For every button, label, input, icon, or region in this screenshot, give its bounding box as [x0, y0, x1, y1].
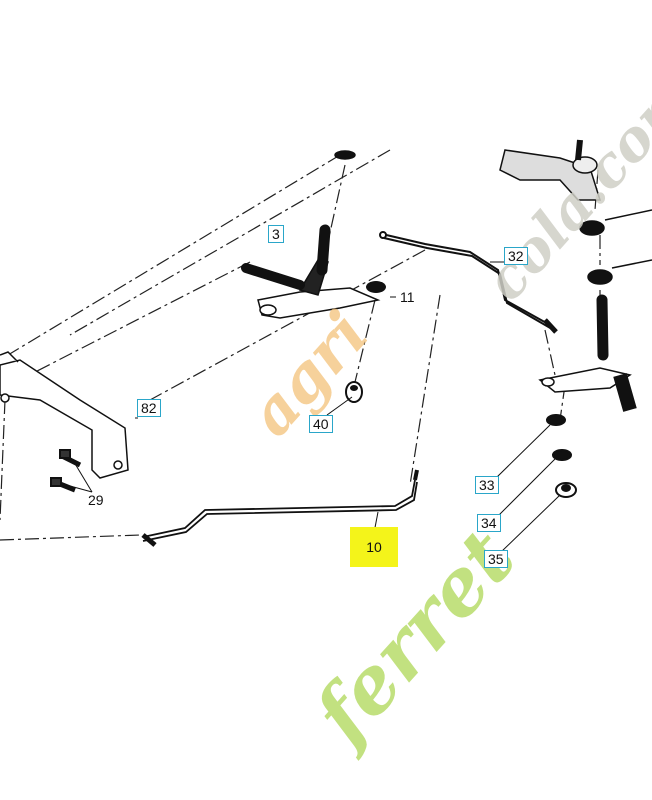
- svg-text:cola.com: cola.com: [472, 62, 652, 314]
- label-part-32: 32: [504, 247, 528, 265]
- rod-10: [141, 469, 419, 547]
- label-part-10-highlighted: 10: [350, 527, 398, 567]
- label-part-40: 40: [309, 415, 333, 433]
- leader-lines: [69, 261, 561, 554]
- rod-32: [379, 231, 558, 334]
- hardware-33-35: [546, 414, 577, 498]
- label-part-33: 33: [475, 476, 499, 494]
- watermark: ferret agri cola.com: [235, 62, 652, 764]
- label-part-35: 35: [484, 550, 508, 568]
- bushing-40: [345, 381, 363, 403]
- bracket-82: [0, 351, 129, 479]
- label-part-11: 11: [400, 289, 415, 305]
- right-assembly: [499, 139, 652, 412]
- label-part-29: 29: [88, 492, 104, 508]
- label-part-34: 34: [477, 514, 501, 532]
- label-part-3: 3: [268, 225, 284, 243]
- label-part-10: 10: [366, 539, 382, 555]
- washer-11: [366, 281, 386, 293]
- bracket-3: [241, 150, 381, 319]
- bolts-29: [50, 449, 82, 493]
- label-part-82: 82: [137, 399, 161, 417]
